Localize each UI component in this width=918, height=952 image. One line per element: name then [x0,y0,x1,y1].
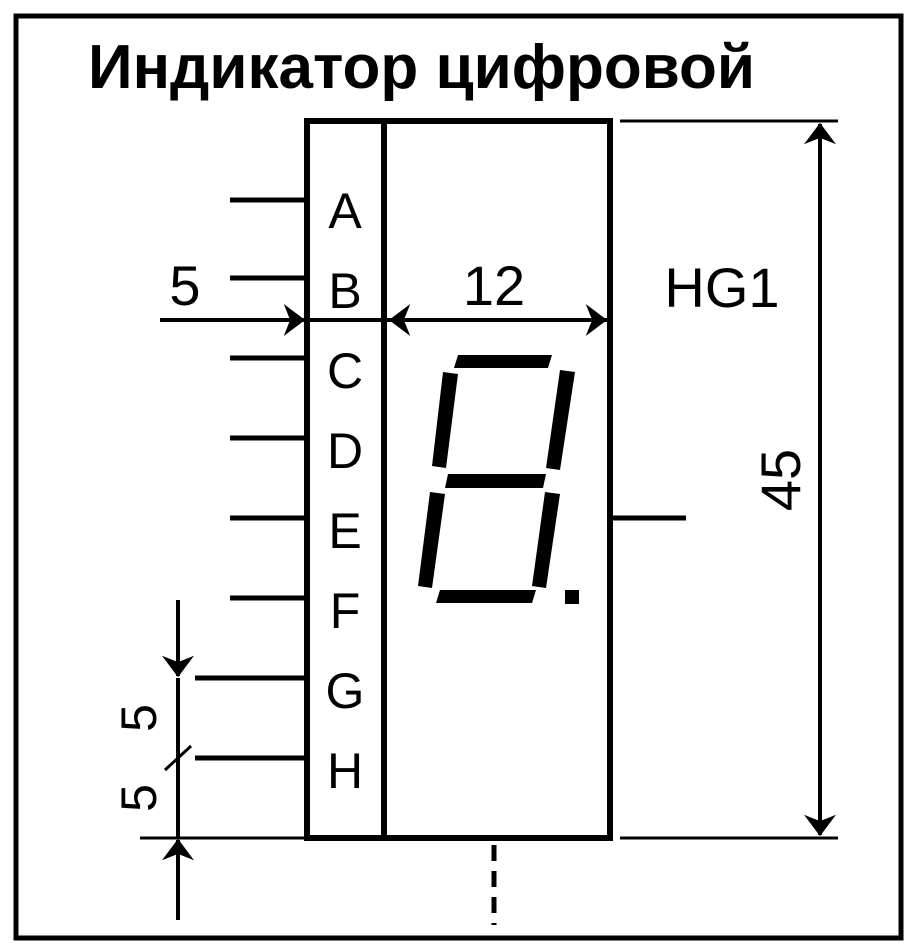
pin-label-a: A [328,183,362,239]
pin-label-d: D [327,423,363,479]
pin-label-h: H [327,743,363,799]
segment-b [546,370,575,470]
bottom-gap-lower-label: 5 [111,784,167,812]
segment-g [445,474,546,488]
seven-segment-display [418,355,579,604]
pin-spacing-label: 5 [169,254,200,317]
indicator-body [381,118,613,841]
segment-e [418,492,445,588]
segment-c [532,492,560,588]
segment-d [436,590,536,603]
bottom-gap-dimension [162,600,194,920]
pin-label-g: G [326,663,365,719]
pin-labels: A B C D E F G H [326,183,365,799]
pin-label-c: C [327,343,363,399]
decimal-point [565,590,579,604]
pin-leads [195,197,307,761]
segment-a [454,355,552,368]
segment-f [432,372,458,468]
designator-label: HG1 [664,256,779,319]
bottom-gap-upper-label: 5 [111,704,167,732]
pin-label-b: B [328,263,361,319]
height-dimension-label: 45 [749,449,812,511]
drawing-title: Индикатор цифровой [88,33,755,102]
width-dimension-label: 12 [463,254,525,317]
pin-label-e: E [328,503,361,559]
pin-label-f: F [330,583,361,639]
drawing-border [13,13,904,941]
